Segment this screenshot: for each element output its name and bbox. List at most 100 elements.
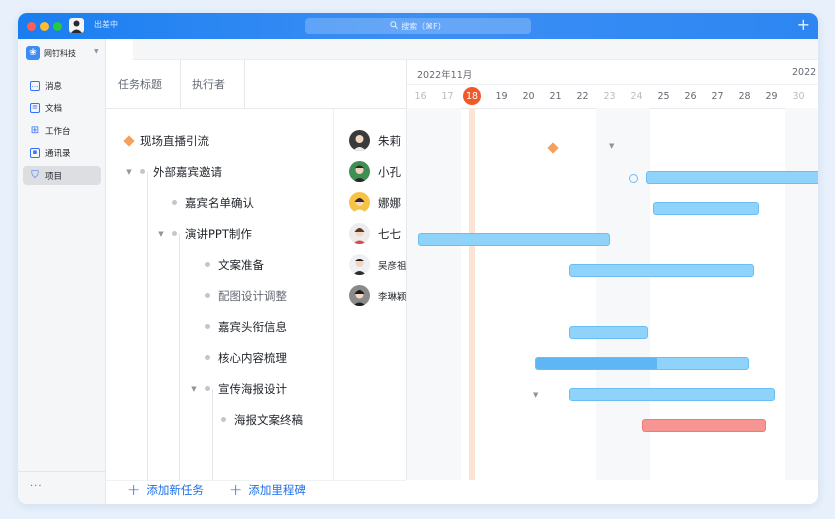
task-owner[interactable]: 吴彦祖 xyxy=(349,249,407,280)
task-title[interactable]: 演讲PPT制作 xyxy=(185,226,252,241)
weekend-column xyxy=(407,108,461,480)
tab-active[interactable] xyxy=(106,39,133,61)
avatar xyxy=(349,161,370,182)
task-title[interactable]: 嘉宾头衔信息 xyxy=(218,319,287,334)
task-row[interactable]: ▼ 演讲PPT制作 xyxy=(155,218,252,249)
chevron-down-icon[interactable]: ▼ xyxy=(533,391,539,399)
avatar xyxy=(349,285,370,306)
add-task-button[interactable]: + 添加新任务 xyxy=(127,482,204,498)
task-bullet-icon xyxy=(221,417,226,422)
dependency-ring-icon[interactable] xyxy=(629,174,638,183)
milestone-icon xyxy=(123,134,135,147)
gantt-day: 21 xyxy=(549,91,562,102)
task-row[interactable]: ▼ 宣传海报设计 xyxy=(188,373,287,404)
sidebar-item-label: 通讯录 xyxy=(45,148,71,159)
project-icon: ⛉ xyxy=(31,169,39,181)
gantt-bar[interactable] xyxy=(653,202,759,215)
sidebar-item-docs[interactable]: ≡ 文档 xyxy=(23,98,101,117)
task-owner[interactable]: 李琳颖 xyxy=(349,280,407,311)
gantt-bar[interactable] xyxy=(569,264,754,277)
task-row[interactable]: 现场直播引流 xyxy=(122,125,209,156)
maximize-window-button[interactable] xyxy=(53,22,62,31)
owner-name: 七七 xyxy=(378,226,401,241)
task-row[interactable]: 文案准备 xyxy=(200,249,264,280)
task-row[interactable]: 核心内容梳理 xyxy=(200,342,287,373)
task-owner[interactable]: 小孔 xyxy=(349,156,401,187)
more-icon[interactable]: ··· xyxy=(30,481,43,492)
owner-column-divider xyxy=(333,108,334,480)
task-bullet-icon xyxy=(172,200,177,205)
new-plus-icon[interactable]: + xyxy=(796,15,810,34)
avatar xyxy=(349,254,370,275)
close-window-button[interactable] xyxy=(27,22,36,31)
weekend-column xyxy=(785,108,818,480)
global-search[interactable]: 搜索（⌘F） xyxy=(305,18,531,34)
gantt-bar[interactable] xyxy=(646,171,818,184)
sidebar-item-messages[interactable]: … 消息 xyxy=(23,76,101,95)
gantt-day: 30 xyxy=(792,91,805,102)
sidebar: ❀ 网钉科技 ▼ … 消息 ≡ 文档 ⊞ 工作台 ▪ 通讯录 ⛉ 项目 ··· xyxy=(18,39,106,504)
task-title[interactable]: 外部嘉宾邀请 xyxy=(153,164,222,179)
search-placeholder: 搜索（⌘F） xyxy=(401,21,446,31)
task-row[interactable]: 嘉宾头衔信息 xyxy=(200,311,287,342)
task-title[interactable]: 核心内容梳理 xyxy=(218,350,287,365)
tree-guide xyxy=(212,389,213,480)
task-bullet-icon xyxy=(205,293,210,298)
gantt-month-label: 2022 xyxy=(792,67,817,78)
gantt-chart: 2022年11月 2022 16 17 18 19 20 21 22 23 24… xyxy=(407,60,818,480)
task-title[interactable]: 文案准备 xyxy=(218,257,264,272)
owner-name: 朱莉 xyxy=(378,133,401,148)
owner-name: 小孔 xyxy=(378,164,401,179)
gantt-bar[interactable] xyxy=(569,388,775,401)
column-header-owner[interactable]: 执行者 xyxy=(192,78,225,91)
user-avatar[interactable] xyxy=(69,18,84,33)
gantt-bar-progress xyxy=(536,358,657,369)
task-row[interactable]: ▼ 外部嘉宾邀请 xyxy=(123,156,222,187)
chevron-down-icon[interactable]: ▼ xyxy=(158,229,164,238)
gantt-milestone[interactable] xyxy=(547,142,559,154)
search-icon xyxy=(390,21,399,31)
task-row[interactable]: 海报文案终稿 xyxy=(216,404,303,435)
sidebar-item-contacts[interactable]: ▪ 通讯录 xyxy=(23,143,101,162)
task-owner[interactable]: 朱莉 xyxy=(349,125,401,156)
task-row[interactable]: 嘉宾名单确认 xyxy=(167,187,254,218)
header-divider xyxy=(180,60,181,108)
user-status[interactable]: 出差中 xyxy=(94,20,118,29)
owner-name: 吴彦祖 xyxy=(378,260,407,272)
add-milestone-button[interactable]: + 添加里程碑 xyxy=(229,482,306,498)
sidebar-item-workbench[interactable]: ⊞ 工作台 xyxy=(23,121,101,140)
message-icon: … xyxy=(30,80,40,91)
gantt-today-badge: 18 xyxy=(463,87,481,105)
sidebar-item-label: 工作台 xyxy=(45,126,71,137)
sidebar-item-projects[interactable]: ⛉ 项目 xyxy=(23,166,101,185)
weekend-column xyxy=(596,108,650,480)
gantt-bar[interactable] xyxy=(418,233,610,246)
workbench-icon: ⊞ xyxy=(30,124,40,136)
minimize-window-button[interactable] xyxy=(40,22,49,31)
task-row[interactable]: 配图设计调整 xyxy=(200,280,287,311)
today-marker-line xyxy=(469,108,475,480)
task-owner[interactable]: 娜娜 xyxy=(349,187,401,218)
add-milestone-label: 添加里程碑 xyxy=(248,483,306,497)
chevron-down-icon[interactable]: ▼ xyxy=(126,167,132,176)
task-title[interactable]: 宣传海报设计 xyxy=(218,381,287,396)
gantt-bar[interactable] xyxy=(642,419,766,432)
chevron-down-icon[interactable]: ▼ xyxy=(609,142,615,150)
gantt-bar[interactable] xyxy=(535,357,749,370)
org-logo-icon: ❀ xyxy=(26,46,40,60)
chevron-down-icon[interactable]: ▼ xyxy=(94,48,99,55)
gantt-day: 16 xyxy=(414,91,427,102)
task-title[interactable]: 现场直播引流 xyxy=(140,133,209,148)
task-owner[interactable]: 七七 xyxy=(349,218,401,249)
owner-name: 李琳颖 xyxy=(378,291,407,303)
task-bullet-icon xyxy=(205,262,210,267)
task-title[interactable]: 嘉宾名单确认 xyxy=(185,195,254,210)
task-title[interactable]: 配图设计调整 xyxy=(218,288,287,303)
chevron-down-icon[interactable]: ▼ xyxy=(191,384,197,393)
gantt-bar[interactable] xyxy=(569,326,648,339)
gantt-day: 17 xyxy=(441,91,454,102)
org-switcher[interactable]: ❀ 网钉科技 xyxy=(26,46,76,60)
column-header-task[interactable]: 任务标题 xyxy=(118,78,162,91)
task-title[interactable]: 海报文案终稿 xyxy=(234,412,303,427)
sidebar-item-label: 项目 xyxy=(45,171,63,182)
